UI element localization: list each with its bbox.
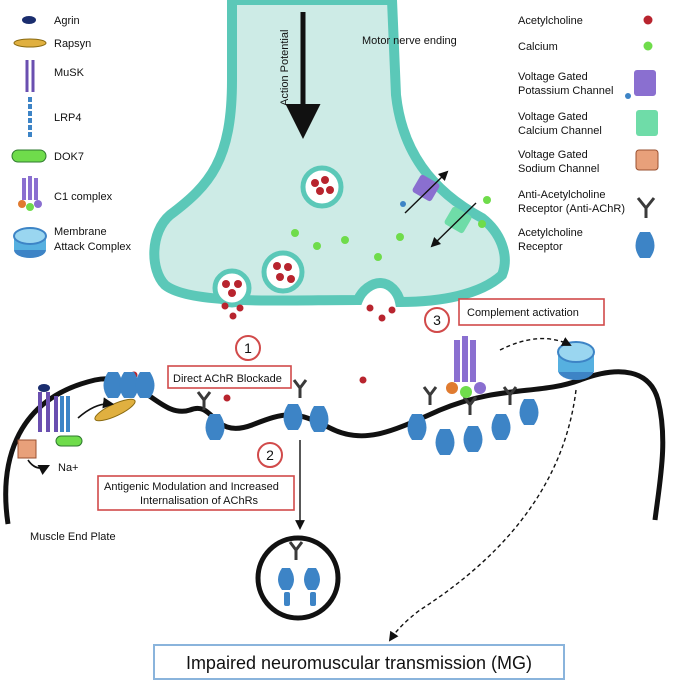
sodium-influx-arrow [27,459,51,476]
achr-receptor-icon [635,232,655,258]
svg-text:Potassium Channel: Potassium Channel [518,85,613,97]
legend-item-calcium-channel: Voltage Gated Calcium Channel [518,110,658,137]
mechanism-1-number-badge: 1 [235,335,261,361]
svg-text:Complement activation: Complement activation [467,307,579,319]
svg-text:Acetylcholine: Acetylcholine [518,227,583,239]
rapsyn [94,398,136,422]
internalisation-vesicle [255,535,341,621]
mechanism-3-label-box: Complement activation [458,298,605,326]
achr-complement-cluster [407,399,539,455]
membrane-attack-complex-on-membrane [557,341,595,380]
svg-text:Direct AChR Blockade: Direct AChR Blockade [173,373,282,385]
action-potential-label: Action Potential [279,30,291,106]
achr-blocked-receptor [205,414,225,440]
mechanism-2-label-box: Antigenic Modulation and Increased Inter… [97,475,295,511]
legend-item-achr: Acetylcholine Receptor [518,227,655,258]
mechanism-2-number-badge: 2 [257,442,283,468]
calcium-channel-icon [636,110,658,136]
svg-text:2: 2 [266,447,274,463]
svg-text:Attack Complex: Attack Complex [54,241,132,253]
musk-lrp4-dok7-complex [38,384,83,447]
agrin-icon [22,16,36,24]
mechanism-3-number-badge: 3 [424,307,450,333]
membrane-attack-complex-icon [13,227,47,258]
agrin-activation-arrow [77,397,115,419]
rapsyn-icon [13,38,47,48]
svg-text:Antigenic Modulation and Incre: Antigenic Modulation and Increased [104,481,279,493]
mechanism-1-label-box: Direct AChR Blockade [167,365,292,389]
svg-text:Voltage Gated: Voltage Gated [518,111,588,123]
legend-item-rapsyn: Rapsyn [13,38,91,50]
legend-item-potassium-channel: Voltage Gated Potassium Channel [518,70,656,99]
svg-text:Agrin: Agrin [54,15,80,27]
legend-item-anti-achr: Anti-Acetylcholine Receptor (Anti-AChR) [518,189,656,218]
legend-item-lrp4: LRP4 [28,97,82,139]
calcium-icon [643,41,653,51]
svg-text:Rapsyn: Rapsyn [54,38,91,50]
sodium-channel-icon [635,149,659,171]
synaptic-vesicle [261,250,305,294]
svg-text:Calcium: Calcium [518,41,558,53]
potassium-channel-icon [625,70,656,99]
svg-text:Voltage Gated: Voltage Gated [518,149,588,161]
svg-text:Receptor: Receptor [518,241,563,253]
c1-complex-on-membrane [446,336,486,398]
sodium-channel-on-muscle [17,439,37,459]
svg-text:LRP4: LRP4 [54,112,82,124]
c1-complex-icon [18,176,42,211]
svg-text:Voltage Gated: Voltage Gated [518,71,588,83]
anti-achr-antibodies [196,379,518,560]
achr-cluster-left [103,372,155,398]
synaptic-vesicle [300,165,344,209]
svg-text:DOK7: DOK7 [54,151,84,163]
motor-nerve-ending-label: Motor nerve ending [362,35,457,47]
outcome-text: Impaired neuromuscular transmission (MG) [186,653,532,673]
svg-text:Internalisation of AChRs: Internalisation of AChRs [140,495,259,507]
legend-item-agrin: Agrin [22,15,80,27]
internalised-receptors [278,568,320,606]
svg-text:Sodium Channel: Sodium Channel [518,163,599,175]
sodium-ion-label: Na+ [58,462,79,474]
outcome-box: Impaired neuromuscular transmission (MG) [153,644,565,680]
musk-icon [25,60,35,92]
legend-right: Acetylcholine Calcium Voltage Gated Pota… [518,15,659,258]
svg-text:Acetylcholine: Acetylcholine [518,15,583,27]
calcium-influx-arrow [430,202,477,248]
muscle-membrane [3,369,666,525]
achr-receptor-pair [283,404,329,432]
legend-item-c1-complex: C1 complex [18,176,113,211]
legend-item-sodium-channel: Voltage Gated Sodium Channel [518,149,659,175]
svg-text:MuSK: MuSK [54,67,85,79]
dok7-icon [11,149,47,163]
legend-item-dok7: DOK7 [11,149,84,163]
svg-text:Membrane: Membrane [54,226,107,238]
mac-to-outcome-arrow [388,389,577,642]
potassium-efflux-arrow [404,170,449,214]
svg-text:Anti-Acetylcholine: Anti-Acetylcholine [518,189,605,201]
legend-left: Agrin Rapsyn MuSK LRP4 DOK7 C1 co [11,15,132,258]
svg-text:Receptor (Anti-AChR): Receptor (Anti-AChR) [518,203,625,215]
legend-item-musk: MuSK [25,60,85,92]
legend-item-acetylcholine: Acetylcholine [518,15,653,27]
svg-text:C1 complex: C1 complex [54,191,113,203]
legend-item-membrane-attack-complex: Membrane Attack Complex [13,226,132,258]
synaptic-vesicle-fusing [212,268,252,308]
legend-item-calcium: Calcium [518,41,653,53]
complement-to-mac-arrow [499,337,572,351]
svg-text:3: 3 [433,312,441,328]
motor-nerve-terminal [149,0,510,308]
potassium-channel-on-nerve [400,174,440,207]
anti-achr-antibody-icon [636,197,656,218]
acetylcholine-icon [643,15,653,25]
calcium-ions [291,196,491,261]
svg-text:1: 1 [244,340,252,356]
svg-text:Calcium Channel: Calcium Channel [518,125,602,137]
muscle-end-plate-label: Muscle End Plate [30,531,116,543]
